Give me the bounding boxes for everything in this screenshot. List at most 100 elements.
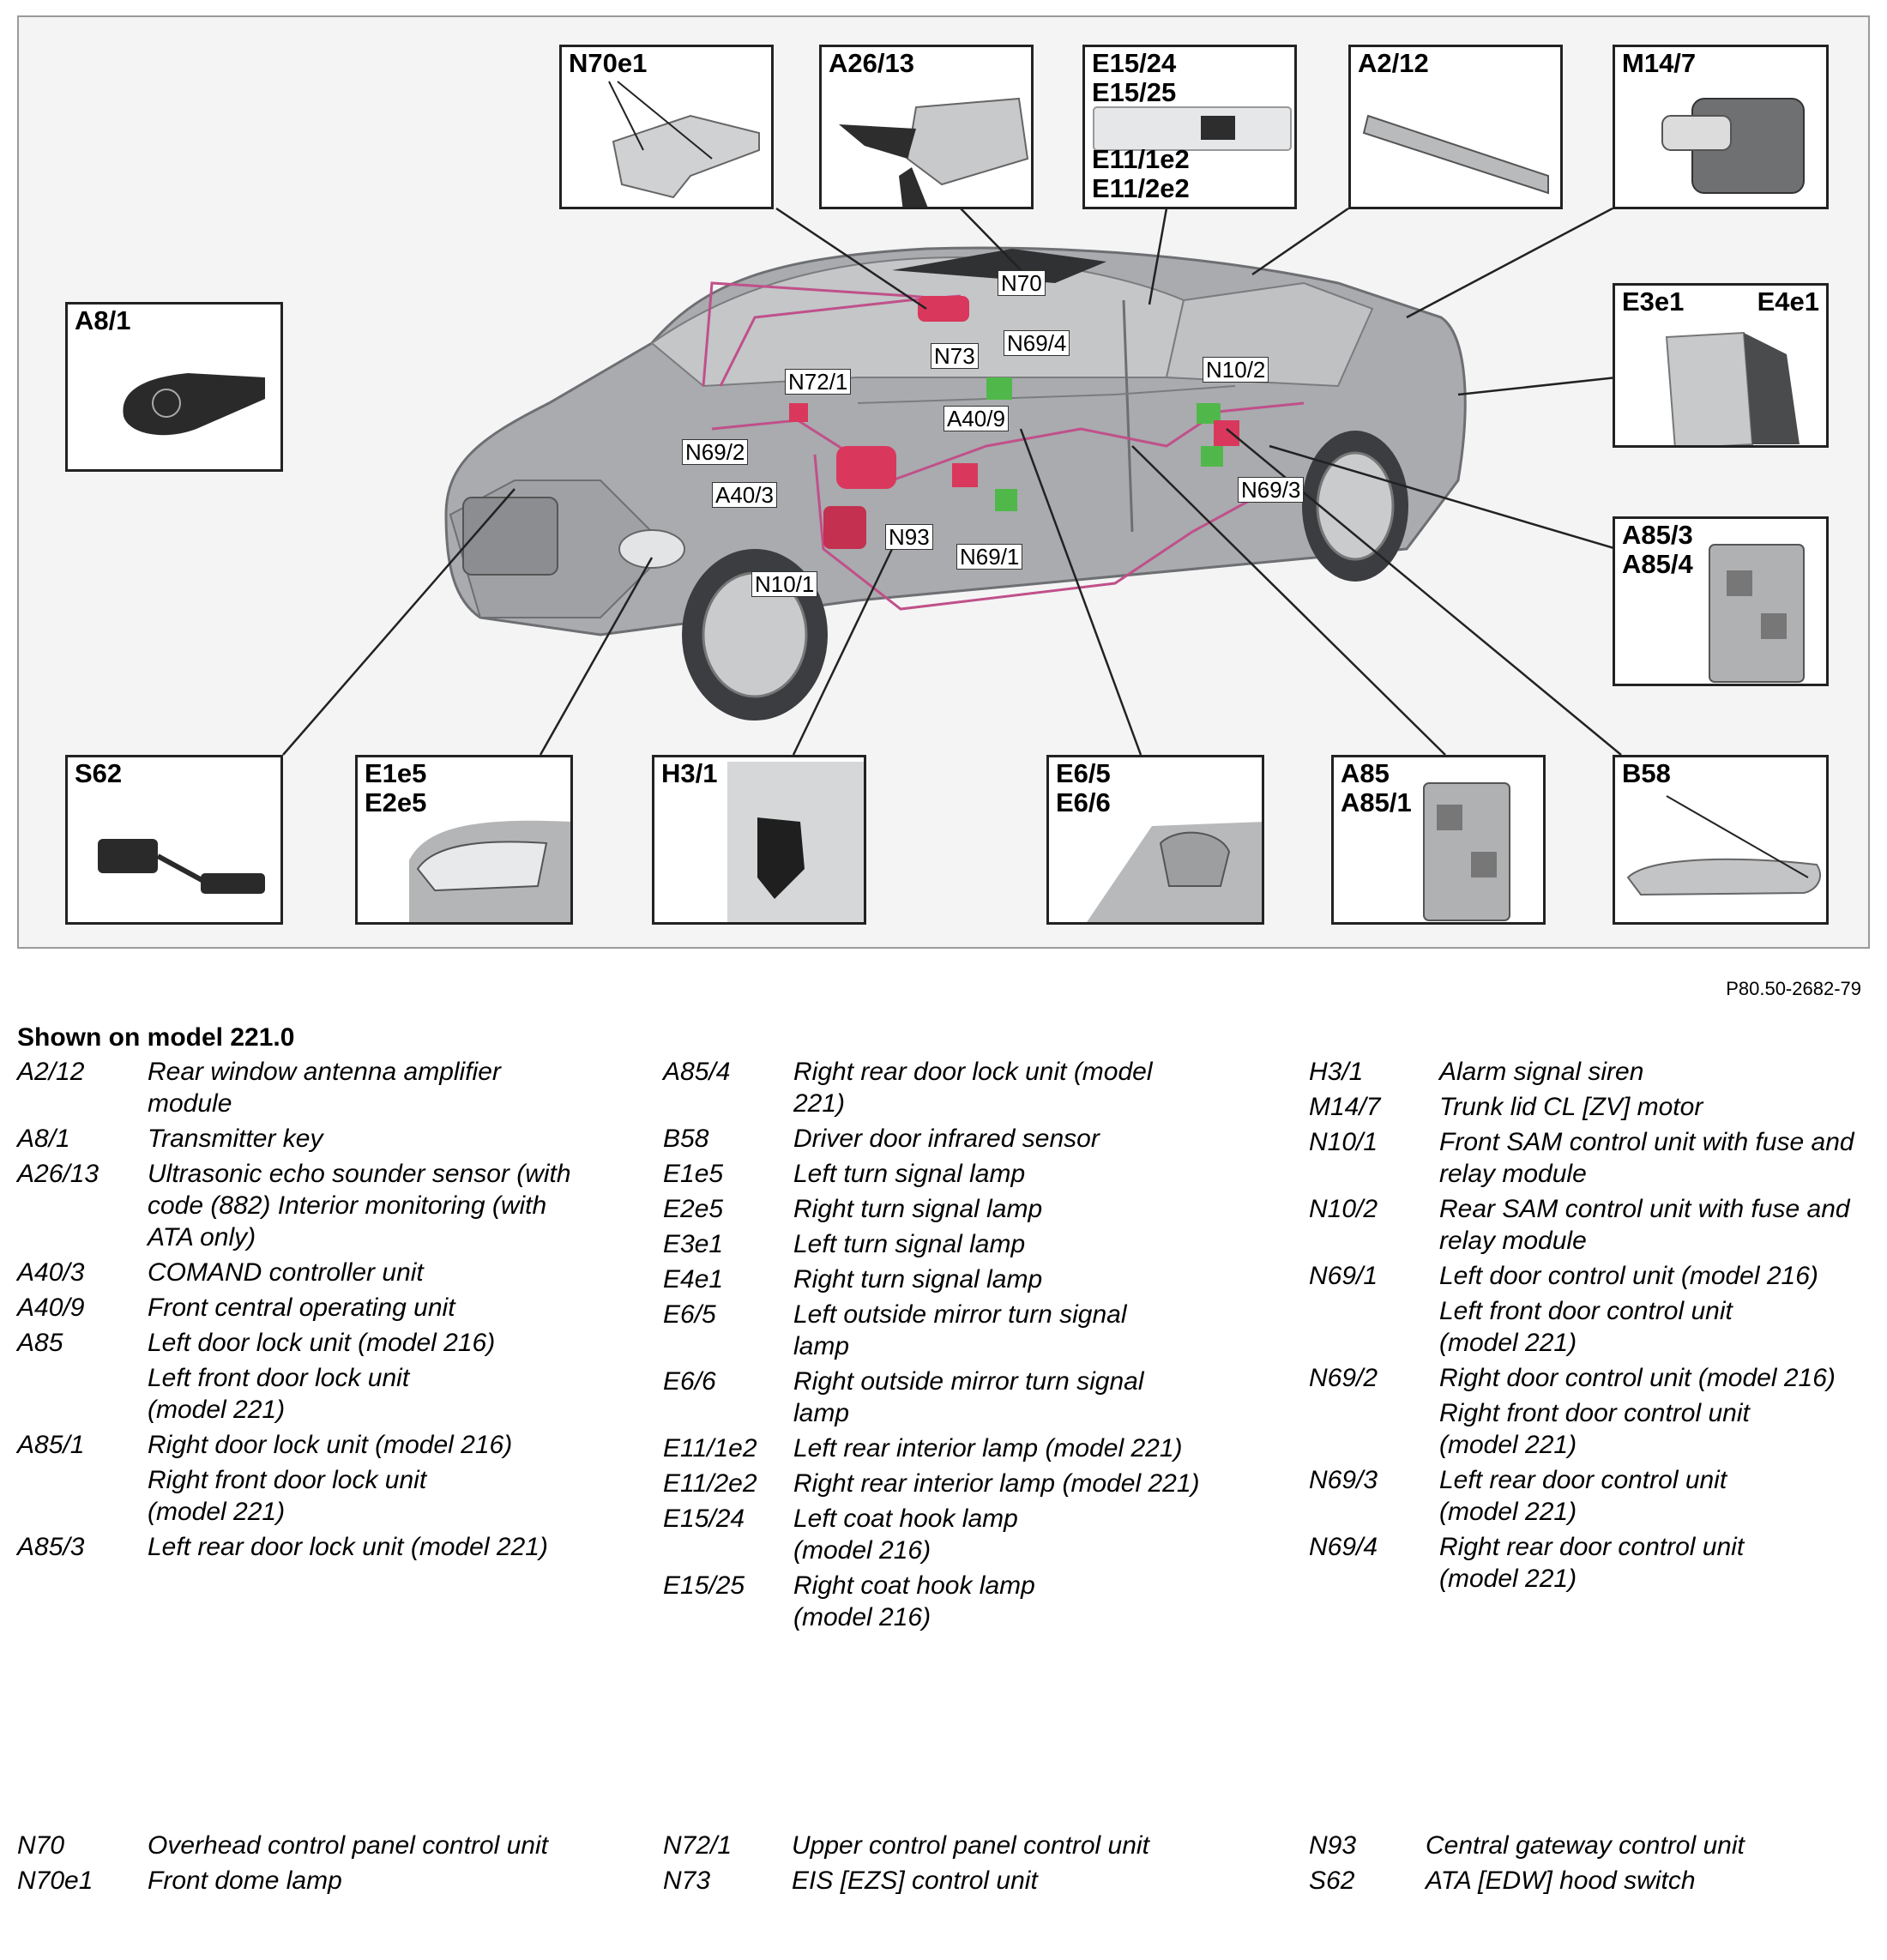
box-label-right: E4e1 (1757, 286, 1819, 317)
callout-n70: N70 (998, 270, 1046, 296)
box-label: B58 (1622, 758, 1671, 788)
hood-switch-icon (98, 839, 265, 894)
legend-item: Left front door control unit (model 221) (1439, 1297, 1733, 1357)
callout-n69-4: N69/4 (1004, 330, 1070, 356)
box-label: A85/3 A85/4 (1622, 520, 1693, 579)
callout-n69-3: N69/3 (1238, 477, 1305, 503)
legend-item: Left front door lock unit (model 221) (148, 1364, 410, 1424)
box-a2-12: A2/12 (1348, 45, 1563, 209)
mirror-lamp-icon (1087, 822, 1262, 922)
callout-n93: N93 (885, 524, 933, 550)
box-e1e5-e2e5: E1e5 E2e5 (355, 755, 573, 925)
callout-n73: N73 (931, 343, 979, 369)
callout-n72-1: N72/1 (785, 369, 852, 395)
box-label: H3/1 (661, 758, 718, 788)
box-label: M14/7 (1622, 48, 1697, 78)
box-label: S62 (75, 758, 123, 788)
callout-n69-2: N69/2 (682, 439, 749, 465)
callout-a40-3: A40/3 (712, 482, 777, 508)
box-e6: E6/5 E6/6 (1046, 755, 1264, 925)
figure-id: P80.50-2682-79 (1726, 978, 1861, 999)
box-h3-1: H3/1 (652, 755, 866, 925)
box-a85-a85-1: A85 A85/1 (1331, 755, 1546, 925)
box-label: A26/13 (829, 48, 914, 78)
box-m14-7: M14/7 (1613, 45, 1829, 209)
box-label-left: E3e1 (1622, 286, 1685, 317)
callout-n10-1: N10/1 (751, 571, 818, 597)
box-a8-1: A8/1 (65, 302, 283, 472)
ultrasonic-sensor-icon (839, 97, 1029, 207)
box-label: A8/1 (75, 305, 131, 335)
box-n70e1: N70e1 (559, 45, 774, 209)
callout-n69-1: N69/1 (956, 544, 1023, 570)
box-label: A2/12 (1358, 48, 1429, 78)
box-a85-3-4: A85/3 A85/4 (1613, 516, 1829, 686)
box-label-top: E15/24 E15/25 (1092, 48, 1177, 107)
door-lock-unit-icon (1709, 544, 1805, 683)
interior-lamp-icon (1093, 106, 1292, 151)
front-turn-lamp-icon (409, 820, 570, 922)
rear-turn-lamp-icon (1665, 331, 1800, 445)
box-label: N70e1 (569, 48, 648, 78)
box-a26-13: A26/13 (819, 45, 1034, 209)
alarm-siren-icon (727, 762, 864, 922)
box-label: E1e5 E2e5 (365, 758, 427, 817)
callout-n10-2: N10/2 (1203, 357, 1269, 383)
box-label: A85 A85/1 (1341, 758, 1412, 817)
transmitter-key-icon (123, 373, 265, 436)
legend-title: Shown on model 221.0 (17, 1023, 295, 1052)
box-label: E6/5 E6/6 (1056, 758, 1111, 817)
box-s62: S62 (65, 755, 283, 925)
door-handle-sensor-icon (1626, 795, 1821, 896)
box-e15-e11: E15/24 E15/25 E11/1e2 E11/2e2 (1082, 45, 1297, 209)
dome-lamp-icon (608, 81, 760, 199)
trunk-motor-icon (1661, 98, 1805, 194)
legend-item: Right front door control unit (model 221… (1439, 1399, 1750, 1459)
box-e3e1-e4e1: E3e1 E4e1 (1613, 283, 1829, 448)
box-b58: B58 (1613, 755, 1829, 925)
callout-a40-9: A40/9 (944, 406, 1009, 431)
door-lock-unit-icon (1423, 782, 1510, 921)
legend-item: Right front door lock unit (model 221) (148, 1466, 427, 1526)
antenna-amplifier-icon (1362, 114, 1549, 195)
